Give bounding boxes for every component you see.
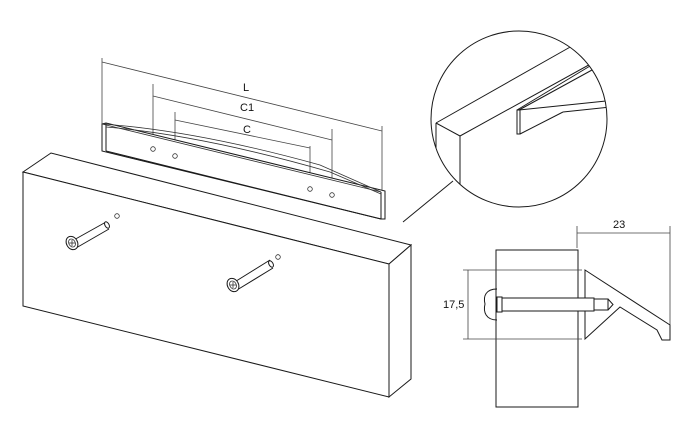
screw-left <box>65 213 120 251</box>
label-height-17-5: 17,5 <box>443 299 464 311</box>
label-L: L <box>243 82 249 94</box>
label-depth-23: 23 <box>613 219 625 231</box>
label-C: C <box>243 124 251 136</box>
screw-right <box>226 254 281 293</box>
dimension-lines <box>101 58 383 195</box>
detail-leader-line <box>402 180 454 223</box>
handle-bar <box>101 122 386 220</box>
detail-circle-view <box>430 30 608 208</box>
door-panel <box>21 152 413 399</box>
section-view <box>463 226 671 408</box>
label-C1: C1 <box>240 102 254 114</box>
